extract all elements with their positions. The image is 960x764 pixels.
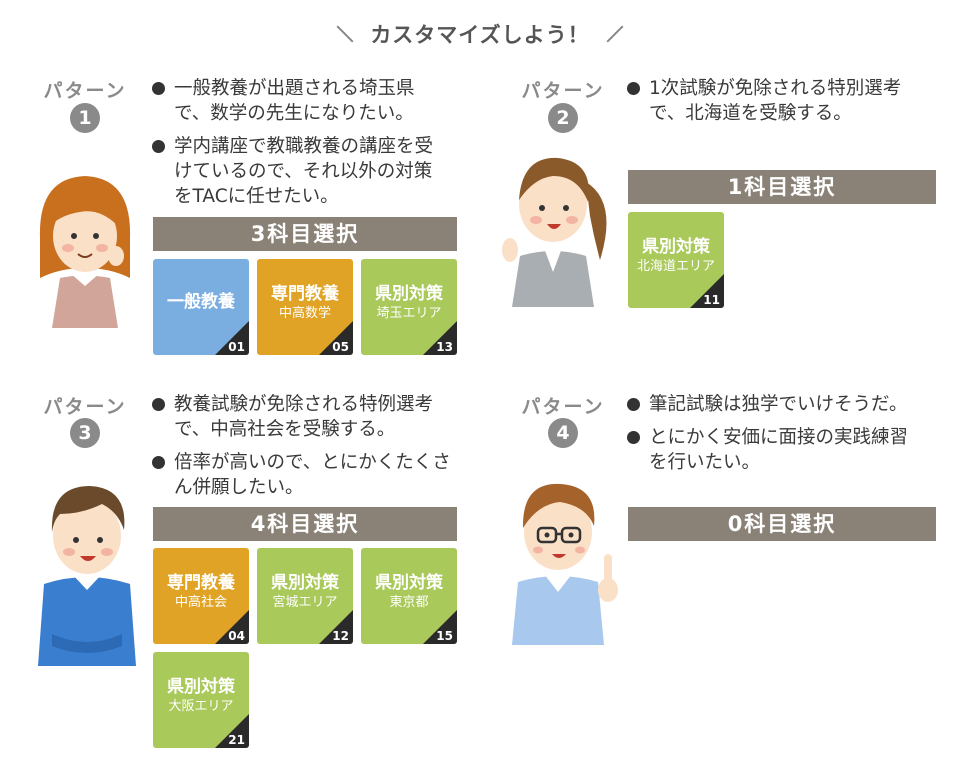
corner-triangle <box>215 321 249 355</box>
pattern-bullets: 1次試験が免除される特別選考 で、北海道を受験する。 <box>625 76 945 134</box>
card-number: 04 <box>228 629 245 643</box>
card-title: 県別対策 <box>271 572 339 593</box>
bullet-item: 1次試験が免除される特別選考 で、北海道を受験する。 <box>625 76 945 126</box>
card-subtitle: 中高社会 <box>174 594 227 610</box>
card-number: 12 <box>332 629 349 643</box>
pattern-label: パターン <box>521 396 605 418</box>
pattern-label: パターン <box>43 396 127 418</box>
selection-bar: 0科目選択 <box>628 507 936 541</box>
selection-bar: 1科目選択 <box>628 170 936 204</box>
man-blue-sweater-illustration <box>38 486 136 666</box>
corner-triangle <box>319 610 353 644</box>
pattern-number: 3 <box>70 418 100 448</box>
pattern-bullets: 筆記試験は独学でいけそうだ。 とにかく安価に面接の実践練習 を行いたい。 <box>625 392 945 483</box>
course-card-12[interactable]: 県別対策 宮城エリア 12 <box>257 548 353 644</box>
title-text: カスタマイズしよう！ <box>370 23 590 47</box>
bullet-item: 筆記試験は独学でいけそうだ。 <box>625 392 945 417</box>
corner-triangle <box>319 321 353 355</box>
course-card-11[interactable]: 県別対策 北海道エリア 11 <box>628 212 724 308</box>
pattern-number: 2 <box>548 103 578 133</box>
bullet-item: 学内講座で教職教養の講座を受 けているので、それ以外の対策 をTACに任せたい。 <box>150 134 470 209</box>
man-glasses-illustration <box>512 483 618 645</box>
card-title: 県別対策 <box>167 676 235 697</box>
card-title: 専門教養 <box>167 572 235 593</box>
selection-bar: 4科目選択 <box>153 507 457 541</box>
card-number: 13 <box>436 340 453 354</box>
card-subtitle: 埼玉エリア <box>376 305 442 321</box>
pattern-bullets: 教養試験が免除される特例選考 で、中高社会を受験する。 倍率が高いので、とにかく… <box>150 392 470 508</box>
pattern-number: 1 <box>70 103 100 133</box>
pattern-number: 4 <box>548 418 578 448</box>
course-card-04[interactable]: 専門教養 中高社会 04 <box>153 548 249 644</box>
corner-triangle <box>215 610 249 644</box>
course-card-05[interactable]: 専門教養 中高数学 05 <box>257 259 353 355</box>
card-number: 01 <box>228 340 245 354</box>
corner-triangle <box>215 714 249 748</box>
course-card-01[interactable]: 一般教養 01 <box>153 259 249 355</box>
corner-triangle <box>423 610 457 644</box>
corner-triangle <box>423 321 457 355</box>
title-slash-right <box>606 25 624 43</box>
card-number: 21 <box>228 733 245 747</box>
bullet-item: 一般教養が出題される埼玉県 で、数学の先生になりたい。 <box>150 76 470 126</box>
course-card-21[interactable]: 県別対策 大阪エリア 21 <box>153 652 249 748</box>
course-card-13[interactable]: 県別対策 埼玉エリア 13 <box>361 259 457 355</box>
bullet-item: とにかく安価に面接の実践練習 を行いたい。 <box>625 425 945 475</box>
card-number: 05 <box>332 340 349 354</box>
card-title: 県別対策 <box>642 236 710 257</box>
pattern-bullets: 一般教養が出題される埼玉県 で、数学の先生になりたい。 学内講座で教職教養の講座… <box>150 76 470 217</box>
card-number: 11 <box>703 293 720 307</box>
course-card-15[interactable]: 県別対策 東京都 15 <box>361 548 457 644</box>
corner-triangle <box>690 274 724 308</box>
card-title: 県別対策 <box>375 283 443 304</box>
card-subtitle: 東京都 <box>389 594 429 610</box>
bullet-item: 教養試験が免除される特例選考 で、中高社会を受験する。 <box>150 392 470 442</box>
card-subtitle: 大阪エリア <box>168 698 234 714</box>
title-slash-left <box>336 25 354 43</box>
woman-ponytail-illustration <box>502 157 607 307</box>
woman-long-hair-illustration <box>39 176 131 328</box>
card-subtitle: 北海道エリア <box>636 258 715 274</box>
card-title: 一般教養 <box>167 292 235 312</box>
card-subtitle: 宮城エリア <box>272 594 338 610</box>
card-title: 県別対策 <box>375 572 443 593</box>
card-title: 専門教養 <box>271 283 339 304</box>
selection-bar: 3科目選択 <box>153 217 457 251</box>
card-number: 15 <box>436 629 453 643</box>
pattern-label: パターン <box>521 80 605 102</box>
card-subtitle: 中高数学 <box>278 305 331 321</box>
page-title: カスタマイズしよう！ <box>0 14 960 54</box>
pattern-label: パターン <box>43 80 127 102</box>
bullet-item: 倍率が高いので、とにかくたくさ ん併願したい。 <box>150 450 470 500</box>
